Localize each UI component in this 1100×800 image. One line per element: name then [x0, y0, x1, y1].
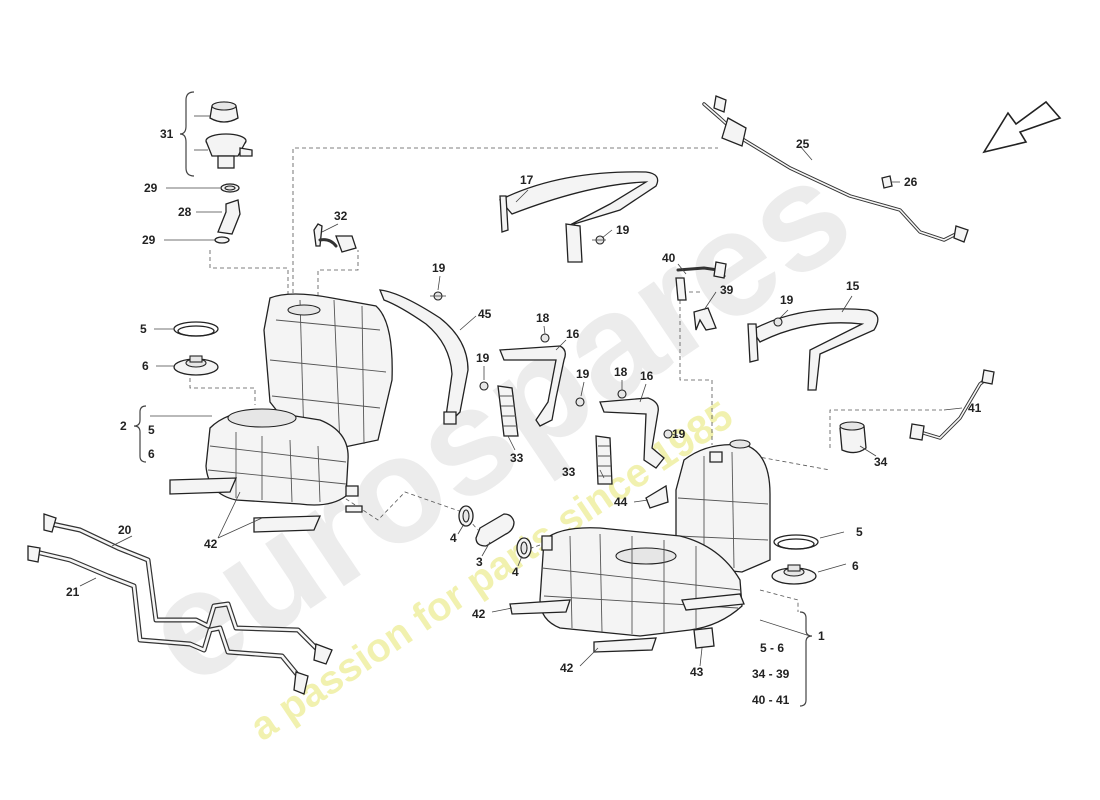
callout-20: 20 — [118, 523, 132, 537]
strap-45 — [378, 289, 469, 425]
callout-5: 5 — [856, 525, 863, 539]
arrow-icon — [982, 100, 1062, 154]
callout-4: 4 — [512, 565, 519, 579]
callout-15: 15 — [846, 279, 860, 293]
callout-19: 19 — [576, 367, 590, 381]
callout-6: 6 — [148, 447, 155, 461]
callout-16: 16 — [640, 369, 654, 383]
sensor-40 — [675, 261, 727, 301]
callout-17: 17 — [520, 173, 534, 187]
fuel-tank-left — [169, 293, 393, 533]
hose-clamp-4b — [516, 537, 532, 559]
callout-5: 5 — [148, 423, 155, 437]
filler-hose-28 — [217, 199, 241, 235]
strap-15 — [747, 308, 879, 391]
bolt-18b — [617, 389, 627, 399]
bolt-19c — [479, 381, 489, 391]
bracket-39 — [693, 307, 717, 331]
pad-33a — [497, 385, 519, 437]
brace-31 — [179, 91, 195, 177]
bumper-43 — [693, 627, 715, 649]
bolt-19b — [430, 291, 446, 301]
wiring-41 — [909, 369, 995, 441]
callout-45: 45 — [478, 307, 492, 321]
callout-1-range-c: 40 - 41 — [752, 693, 790, 707]
filler-neck-housing — [205, 133, 253, 169]
bolt-19d — [575, 397, 585, 407]
callout-34: 34 — [874, 455, 888, 469]
bolt-19e — [773, 317, 783, 327]
wiring-harness-25 — [702, 95, 969, 243]
callout-31: 31 — [160, 127, 174, 141]
callout-19: 19 — [476, 351, 490, 365]
callout-41: 41 — [968, 401, 982, 415]
fuel-line-20 — [43, 513, 333, 665]
callout-2: 2 — [120, 419, 127, 433]
callout-1-range-a: 5 - 6 — [760, 641, 784, 655]
callout-39: 39 — [720, 283, 734, 297]
callout-1: 1 — [818, 629, 825, 643]
callout-1-range-b: 34 - 39 — [752, 667, 790, 681]
callout-29: 29 — [144, 181, 158, 195]
callout-29: 29 — [142, 233, 156, 247]
callout-labels: 31 29 28 29 32 17 19 25 26 19 45 18 16 1… — [66, 127, 982, 707]
callout-44: 44 — [614, 495, 628, 509]
callout-40: 40 — [662, 251, 676, 265]
brace-1 — [799, 611, 813, 707]
callout-32: 32 — [334, 209, 348, 223]
bracket-44 — [645, 484, 669, 509]
callout-28: 28 — [178, 205, 192, 219]
hose-clamp-29b — [214, 236, 230, 244]
fuel-tank-right — [509, 439, 771, 653]
filler-cap — [209, 101, 239, 123]
bolt-19a — [592, 235, 606, 245]
brace-2 — [133, 405, 147, 463]
pump-flange-6a — [173, 355, 219, 376]
callout-19: 19 — [432, 261, 446, 275]
callout-43: 43 — [690, 665, 704, 679]
strap-16b — [599, 397, 665, 469]
callout-42: 42 — [204, 537, 218, 551]
callout-4: 4 — [450, 531, 457, 545]
pad-33b — [595, 435, 613, 485]
filter-34 — [839, 421, 867, 454]
callout-16: 16 — [566, 327, 580, 341]
callout-6: 6 — [852, 559, 859, 573]
bolt-18a — [540, 333, 550, 343]
callout-18: 18 — [614, 365, 628, 379]
leader-lines — [79, 115, 963, 667]
callout-6: 6 — [142, 359, 149, 373]
callout-19: 19 — [780, 293, 794, 307]
hose-clamp-4a — [458, 505, 474, 527]
sensor-32 — [313, 223, 357, 253]
callout-19: 19 — [672, 427, 686, 441]
connector-pipe-3 — [475, 513, 515, 547]
callout-19: 19 — [616, 223, 630, 237]
bolt-19f — [663, 429, 673, 439]
strap-17 — [498, 171, 659, 263]
pump-flange-6b — [771, 564, 817, 585]
callout-25: 25 — [796, 137, 810, 151]
hose-clamp-29a — [220, 183, 240, 193]
callout-42: 42 — [472, 607, 486, 621]
callout-33: 33 — [562, 465, 576, 479]
seal-ring-5a — [173, 321, 219, 337]
callout-3: 3 — [476, 555, 483, 569]
strap-16a — [499, 345, 566, 427]
callout-18: 18 — [536, 311, 550, 325]
fuel-line-21 — [27, 545, 309, 695]
callout-21: 21 — [66, 585, 80, 599]
callout-42: 42 — [560, 661, 574, 675]
callout-33: 33 — [510, 451, 524, 465]
seal-ring-5b — [773, 534, 819, 550]
callout-26: 26 — [904, 175, 918, 189]
clip-26 — [881, 175, 893, 189]
callout-5: 5 — [140, 322, 147, 336]
